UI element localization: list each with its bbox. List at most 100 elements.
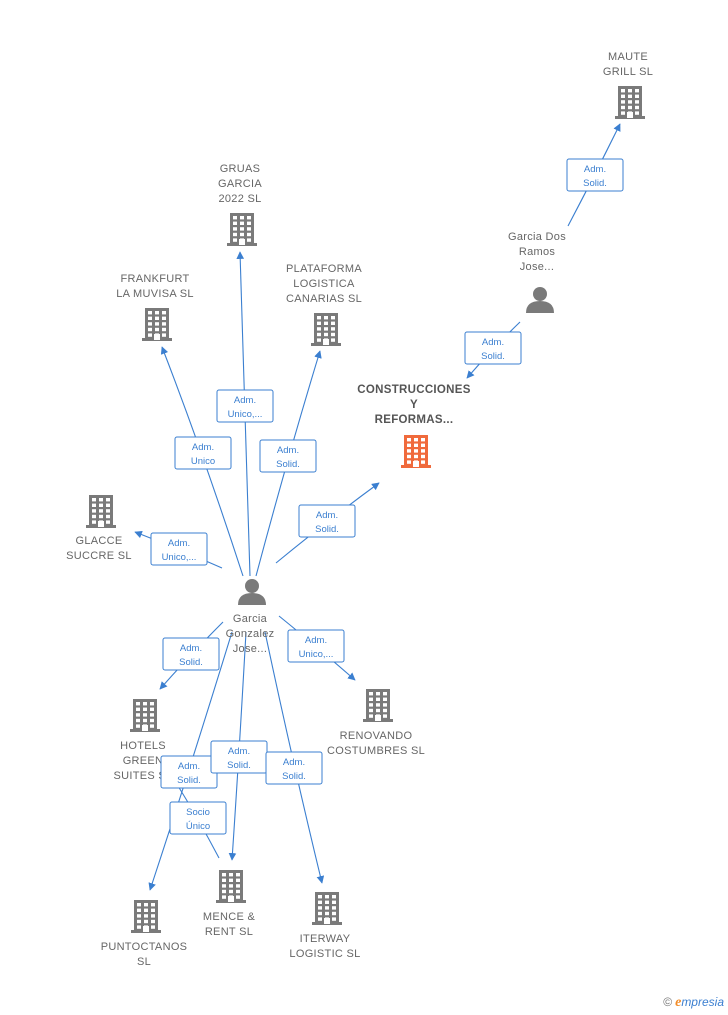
relation-label-box bbox=[265, 751, 323, 785]
relation-label-text: Adm. bbox=[316, 510, 338, 521]
relation-label-garcia-gonzalez-to-gruas[interactable]: Adm. Unico,... bbox=[216, 389, 274, 423]
relation-label-text: Solid. bbox=[179, 657, 203, 668]
node-label: LOGISTIC SL bbox=[289, 948, 360, 960]
node-label: LOGISTICA bbox=[293, 278, 355, 290]
building-icon bbox=[86, 495, 116, 528]
relation-label-text: Unico,... bbox=[162, 552, 197, 563]
empresia-logo-initial: e bbox=[675, 995, 682, 1010]
relation-label-text: Unico bbox=[191, 456, 215, 467]
relation-label-box bbox=[174, 436, 232, 470]
relation-label-garcia-gonzalez-to-iterway[interactable]: Adm. Solid. bbox=[265, 751, 323, 785]
building-icon bbox=[363, 689, 393, 722]
node-label: GARCIA bbox=[218, 178, 262, 190]
node-renovando[interactable]: RENOVANDO COSTUMBRES SL bbox=[327, 689, 425, 757]
building-icon bbox=[216, 870, 246, 903]
relation-label-box bbox=[150, 532, 208, 566]
node-label: PUNTOCTANOS bbox=[101, 941, 188, 953]
building-icon bbox=[227, 213, 257, 246]
relation-label-text: Solid. bbox=[315, 524, 339, 535]
relation-label-text: Solid. bbox=[177, 775, 201, 786]
node-label: HOTELS bbox=[120, 740, 166, 752]
empresia-brand[interactable]: ©empresia bbox=[663, 995, 724, 1011]
relation-label-text: Adm. bbox=[482, 337, 504, 348]
relation-label-text: Adm. bbox=[584, 164, 606, 175]
node-label: MENCE & bbox=[203, 911, 256, 923]
relation-label-box bbox=[287, 629, 345, 663]
node-label: GRILL SL bbox=[603, 66, 653, 78]
node-label: Jose... bbox=[233, 643, 268, 655]
relation-label-text: Solid. bbox=[276, 459, 300, 470]
relation-label-garcia-gonzalez-to-mence[interactable]: Adm.Solid. bbox=[210, 740, 268, 774]
relation-label-garcia-dos-ramos-to-construcciones[interactable]: Adm. Solid. bbox=[464, 331, 522, 365]
building-icon bbox=[615, 86, 645, 119]
relation-label-text: Adm. bbox=[283, 757, 305, 768]
relation-label-text: Adm. bbox=[234, 395, 256, 406]
relation-label-box bbox=[259, 439, 317, 473]
node-label: SUITES SL bbox=[114, 770, 173, 782]
node-garcia-gonzalez[interactable]: GarciaGonzalezJose... bbox=[226, 579, 275, 655]
nodes-layer: CONSTRUCCIONESYREFORMAS...GarciaGonzalez… bbox=[66, 51, 653, 968]
relation-label-text: Adm. bbox=[228, 746, 250, 757]
relation-label-garcia-gonzalez-to-frankfurt[interactable]: Adm. Unico bbox=[174, 436, 232, 470]
building-icon bbox=[311, 313, 341, 346]
relation-label-text: Adm. bbox=[168, 538, 190, 549]
relation-label-text: Solid. bbox=[282, 771, 306, 782]
node-label: CANARIAS SL bbox=[286, 293, 362, 305]
relation-label-garcia-gonzalez-to-glacce[interactable]: Adm. Unico,... bbox=[150, 532, 208, 566]
node-label: RENT SL bbox=[205, 926, 253, 938]
node-label: GRUAS bbox=[220, 163, 261, 175]
relation-label-text: Adm. bbox=[192, 442, 214, 453]
relation-label-box bbox=[162, 637, 220, 671]
relation-label-garcia-gonzalez-to-renovando[interactable]: Adm.Unico,... bbox=[287, 629, 345, 663]
node-label: SUCCRE SL bbox=[66, 550, 132, 562]
relation-label-garcia-gonzalez-to-plataforma[interactable]: Adm. Solid. bbox=[259, 439, 317, 473]
copyright-icon: © bbox=[663, 995, 673, 1009]
node-label: Gonzalez bbox=[226, 628, 275, 640]
relation-label-text: Adm. bbox=[180, 643, 202, 654]
building-icon bbox=[142, 308, 172, 341]
relation-label-text: Socio bbox=[186, 807, 210, 818]
relation-label-text: Adm. bbox=[277, 445, 299, 456]
building-icon bbox=[131, 900, 161, 933]
node-label: COSTUMBRES SL bbox=[327, 745, 425, 757]
relation-label-garcia-gonzalez-to-construcciones[interactable]: Adm. Solid. bbox=[298, 504, 356, 538]
relation-label-box bbox=[169, 801, 227, 835]
node-construcciones[interactable]: CONSTRUCCIONESYREFORMAS... bbox=[357, 384, 470, 468]
node-label: FRANKFURT bbox=[120, 273, 189, 285]
building-icon bbox=[401, 435, 431, 468]
relation-label-box bbox=[464, 331, 522, 365]
node-puntoctanos[interactable]: PUNTOCTANOS SL bbox=[101, 900, 188, 968]
relation-label-box bbox=[298, 504, 356, 538]
building-icon bbox=[312, 892, 342, 925]
relation-label-box bbox=[216, 389, 274, 423]
relation-label-garcia-gonzalez-to-puntoctanos[interactable]: Adm. Solid. bbox=[160, 755, 218, 789]
node-mence[interactable]: MENCE & RENT SL bbox=[203, 870, 256, 938]
node-frankfurt[interactable]: FRANKFURT LA MUVISA SL bbox=[116, 273, 194, 341]
node-label: Garcia bbox=[233, 613, 268, 625]
node-garcia-dos-ramos[interactable]: Garcia DosRamosJose... bbox=[508, 231, 566, 313]
node-label: LA MUVISA SL bbox=[116, 288, 194, 300]
node-iterway[interactable]: ITERWAY LOGISTIC SL bbox=[289, 892, 360, 960]
relation-label-text: Solid. bbox=[583, 178, 607, 189]
node-label: CONSTRUCCIONES bbox=[357, 384, 470, 396]
relation-label-text: Unico,... bbox=[228, 409, 263, 420]
person-icon bbox=[238, 579, 266, 605]
relation-label-garcia-gonzalez-to-hotels[interactable]: Adm. Solid. bbox=[162, 637, 220, 671]
node-label: SL bbox=[137, 956, 151, 968]
node-label: 2022 SL bbox=[218, 193, 261, 205]
relation-label-garcia-dos-ramos-to-maute[interactable]: Adm. Solid. bbox=[566, 158, 624, 192]
relation-label-text: Unico,... bbox=[299, 649, 334, 660]
node-label: Y bbox=[410, 399, 418, 411]
node-gruas[interactable]: GRUAS GARCIA 2022 SL bbox=[218, 163, 262, 246]
relation-label-text: Adm. bbox=[178, 761, 200, 772]
node-label: RENOVANDO bbox=[340, 730, 413, 742]
relation-label-text: Solid. bbox=[481, 351, 505, 362]
node-label: Jose... bbox=[520, 261, 555, 273]
node-label: ITERWAY bbox=[300, 933, 351, 945]
